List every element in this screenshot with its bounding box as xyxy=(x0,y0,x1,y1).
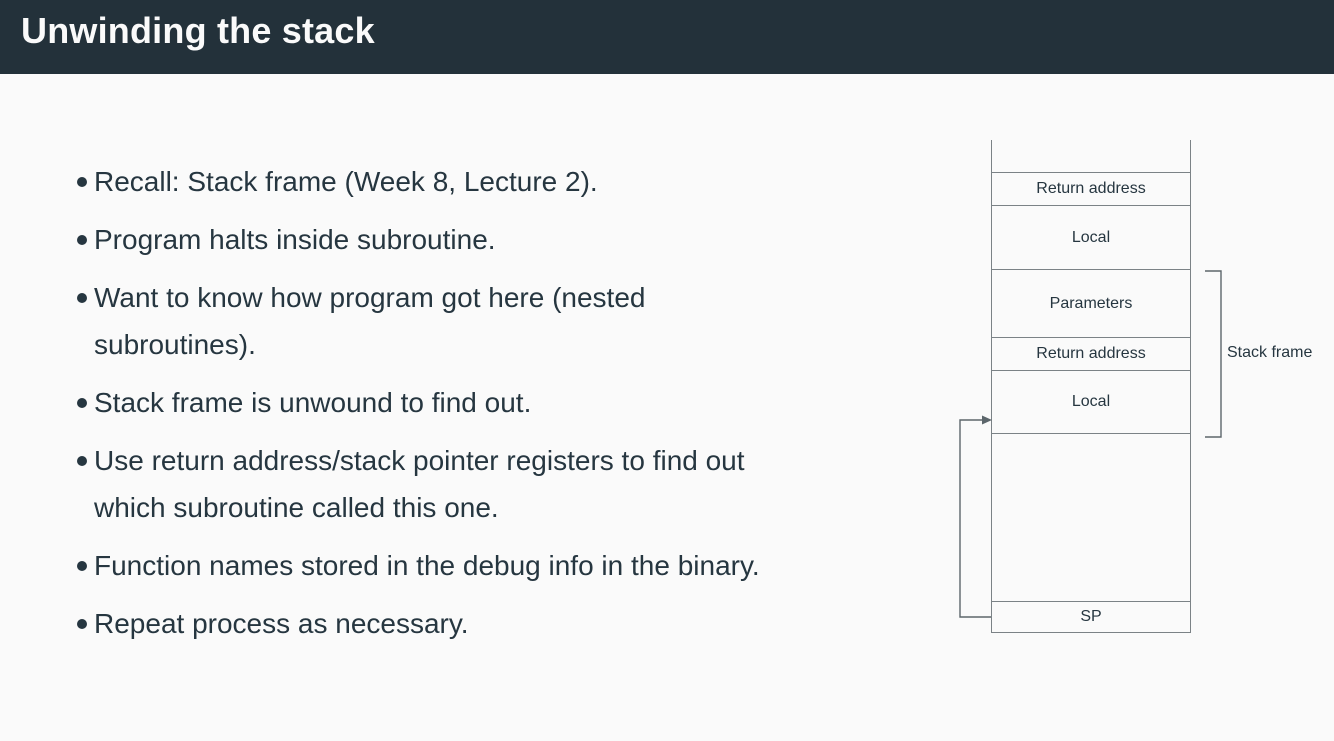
slide-title: Unwinding the stack xyxy=(21,10,375,51)
bullet-item: Use return address/stack pointer registe… xyxy=(77,437,957,531)
bullet-item: Stack frame is unwound to find out. xyxy=(77,379,957,426)
stack-cell-divider xyxy=(992,269,1190,270)
stack-cell-sp: SP xyxy=(1080,608,1102,625)
bullet-dot-icon xyxy=(77,456,87,466)
stack-frame-bracket-label: Stack frame xyxy=(1227,344,1313,361)
bullet-dot-icon xyxy=(77,293,87,303)
stack-cell-divider xyxy=(992,370,1190,371)
bullet-text: Recall: Stack frame (Week 8, Lecture 2). xyxy=(94,166,598,197)
bullet-dot-icon xyxy=(77,235,87,245)
stack-cell-divider xyxy=(992,433,1190,434)
stack-cell-parameters: Parameters xyxy=(1049,294,1133,312)
bullet-item: Program halts inside subroutine. xyxy=(77,216,957,263)
bullet-text: Program halts inside subroutine. xyxy=(94,224,496,255)
slide-title-bar: Unwinding the stack xyxy=(0,0,1334,74)
bullet-text: Use return address/stack pointer registe… xyxy=(94,445,745,523)
sp-pointer-arrow xyxy=(959,415,992,618)
stack-cell-unused xyxy=(992,434,1190,601)
bullet-text: Repeat process as necessary. xyxy=(94,608,469,639)
bullet-list: Recall: Stack frame (Week 8, Lecture 2).… xyxy=(77,158,957,658)
stack-cell-divider xyxy=(992,601,1190,602)
stack-diagram: Return address Local Parameters Return a… xyxy=(991,140,1191,633)
bullet-text: Function names stored in the debug info … xyxy=(94,550,760,581)
stack-cell-local-2: Local xyxy=(1071,393,1111,410)
bullet-item: Function names stored in the debug info … xyxy=(77,542,957,589)
bullet-text: Want to know how program got here (neste… xyxy=(94,282,646,360)
bullet-item: Recall: Stack frame (Week 8, Lecture 2). xyxy=(77,158,957,205)
bullet-dot-icon xyxy=(77,398,87,408)
stack-cell-local-1: Local xyxy=(1071,228,1111,246)
stack-cell-divider xyxy=(992,337,1190,338)
bullet-item: Want to know how program got here (neste… xyxy=(77,274,957,368)
stack-cell-return-address-1: Return address xyxy=(1036,180,1146,197)
bullet-dot-icon xyxy=(77,177,87,187)
bullet-text: Stack frame is unwound to find out. xyxy=(94,387,532,418)
stack-frame-bracket xyxy=(1205,270,1222,438)
bullet-dot-icon xyxy=(77,619,87,629)
stack-cell-divider xyxy=(992,172,1190,173)
bullet-dot-icon xyxy=(77,561,87,571)
bullet-item: Repeat process as necessary. xyxy=(77,600,957,647)
stack-cell-divider xyxy=(992,205,1190,206)
stack-cell-return-address-2: Return address xyxy=(1036,345,1146,362)
